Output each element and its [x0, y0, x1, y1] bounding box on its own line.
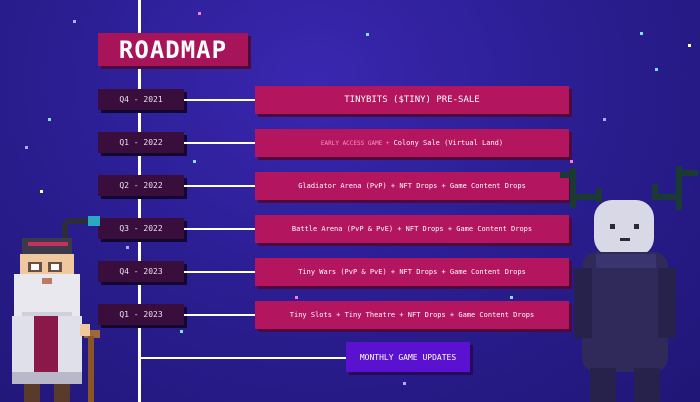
- star-icon: [688, 44, 691, 47]
- star-icon: [198, 12, 201, 15]
- star-icon: [510, 296, 513, 299]
- timeline-connector: [184, 314, 255, 316]
- timeline-line: [138, 0, 141, 402]
- timeline-connector: [140, 357, 346, 359]
- milestone-text: TINYBITS ($TINY) PRE-SALE: [344, 95, 480, 105]
- milestone-box: Battle Arena (PvP & PvE) + NFT Drops + G…: [255, 215, 569, 243]
- star-icon: [655, 68, 658, 71]
- milestone-box: Tiny Slots + Tiny Theatre + NFT Drops + …: [255, 301, 569, 329]
- milestone-box: Gladiator Arena (PvP) + NFT Drops + Game…: [255, 172, 569, 200]
- page-title: ROADMAP: [98, 33, 248, 66]
- milestone-date: Q4 - 2023: [98, 261, 184, 282]
- milestone-text: Gladiator Arena (PvP) + NFT Drops + Game…: [298, 182, 526, 190]
- antlered-creature-character-icon: [560, 166, 698, 402]
- star-icon: [403, 382, 406, 385]
- old-man-character-icon: [12, 216, 100, 402]
- milestone-text: Colony Sale (Virtual Land): [393, 139, 504, 147]
- star-icon: [640, 32, 643, 35]
- star-icon: [40, 190, 43, 193]
- milestone-date: Q4 - 2021: [98, 89, 184, 110]
- star-icon: [366, 33, 369, 36]
- timeline-connector: [184, 228, 255, 230]
- milestone-date: Q1 - 2022: [98, 132, 184, 153]
- milestone-box: TINYBITS ($TINY) PRE-SALE: [255, 86, 569, 114]
- milestone-box: Tiny Wars (PvP & PvE) + NFT Drops + Game…: [255, 258, 569, 286]
- milestone-text: Tiny Wars (PvP & PvE) + NFT Drops + Game…: [298, 268, 526, 276]
- star-icon: [73, 20, 76, 23]
- star-icon: [126, 246, 129, 249]
- star-icon: [193, 160, 196, 163]
- star-icon: [603, 118, 606, 121]
- milestone-date: Q3 - 2022: [98, 218, 184, 239]
- milestone-box: EARLY ACCESS GAME + Colony Sale (Virtual…: [255, 129, 569, 157]
- monthly-updates-box: MONTHLY GAME UPDATES: [346, 342, 470, 372]
- star-icon: [570, 160, 573, 163]
- timeline-connector: [184, 185, 255, 187]
- milestone-text: Battle Arena (PvP & PvE) + NFT Drops + G…: [291, 225, 533, 233]
- timeline-connector: [184, 271, 255, 273]
- timeline-connector: [184, 99, 255, 101]
- milestone-date: Q1 - 2023: [98, 304, 184, 325]
- milestone-date: Q2 - 2022: [98, 175, 184, 196]
- star-icon: [48, 118, 51, 121]
- timeline-connector: [184, 142, 255, 144]
- star-icon: [25, 146, 28, 149]
- star-icon: [180, 330, 183, 333]
- milestone-prefix: EARLY ACCESS GAME +: [320, 139, 390, 147]
- star-icon: [295, 296, 298, 299]
- milestone-text: Tiny Slots + Tiny Theatre + NFT Drops + …: [289, 311, 535, 319]
